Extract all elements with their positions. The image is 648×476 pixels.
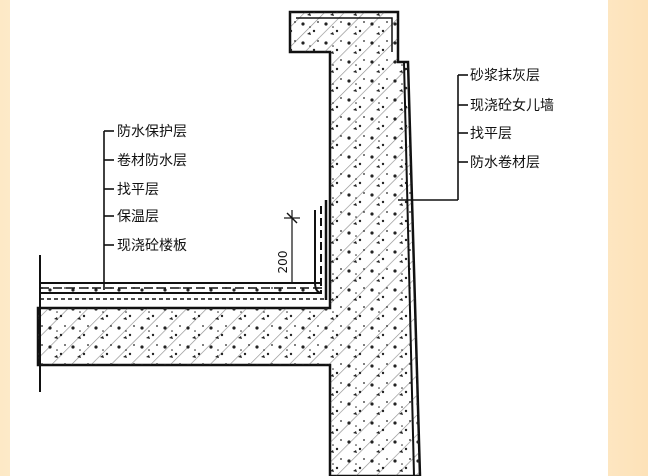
label-membrane-layer: 卷材防水层 bbox=[117, 153, 187, 169]
left-labels: 防水保护层 卷材防水层 找平层 保温层 现浇砼楼板 bbox=[117, 124, 187, 254]
concrete-structure bbox=[36, 10, 422, 476]
label-mortar-plaster: 砂浆抹灰层 bbox=[470, 68, 540, 84]
membrane-upturn bbox=[314, 200, 328, 300]
label-parapet-wall: 现浇砼女儿墙 bbox=[470, 97, 554, 114]
diagram-panel bbox=[10, 0, 608, 476]
right-leader bbox=[398, 74, 468, 201]
dimension-200: 200 bbox=[276, 210, 300, 282]
label-concrete-slab: 现浇砼楼板 bbox=[117, 238, 187, 254]
label-leveling-layer-right: 找平层 bbox=[470, 126, 512, 142]
dimension-text: 200 bbox=[276, 251, 290, 274]
label-insulation-layer: 保温层 bbox=[117, 209, 159, 225]
label-leveling-layer: 找平层 bbox=[117, 182, 159, 198]
left-leader bbox=[103, 130, 114, 290]
right-labels: 砂浆抹灰层 现浇砼女儿墙 找平层 防水卷材层 bbox=[470, 68, 554, 171]
roof-layers bbox=[40, 282, 326, 300]
label-protection-layer: 防水保护层 bbox=[117, 124, 187, 140]
label-waterproof-membrane: 防水卷材层 bbox=[470, 155, 540, 171]
